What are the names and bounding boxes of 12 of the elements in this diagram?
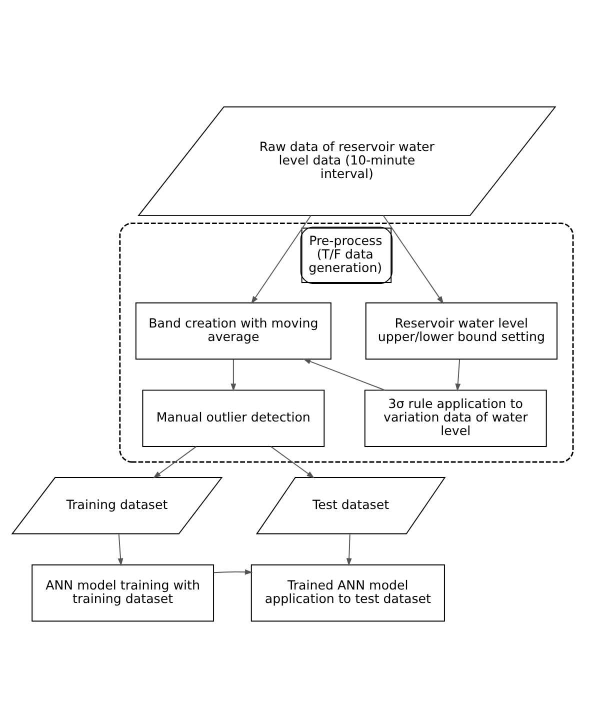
arrow <box>213 568 253 574</box>
node-box: Band creation with moving average <box>135 302 332 360</box>
arrow <box>302 358 386 390</box>
arrow <box>346 533 352 566</box>
node-box: Manual outlier detection <box>142 389 325 446</box>
node-box: Trained ANN model application to test dataset <box>250 564 445 622</box>
arrow <box>118 533 124 566</box>
node-box: ANN model training with training dataset <box>32 564 214 622</box>
arrow <box>455 358 461 391</box>
node-box: Reservoir water level upper/lower bound setting <box>365 302 558 360</box>
node-box: 3σ rule application to variation data of water level <box>364 389 547 446</box>
arrow <box>230 358 236 391</box>
